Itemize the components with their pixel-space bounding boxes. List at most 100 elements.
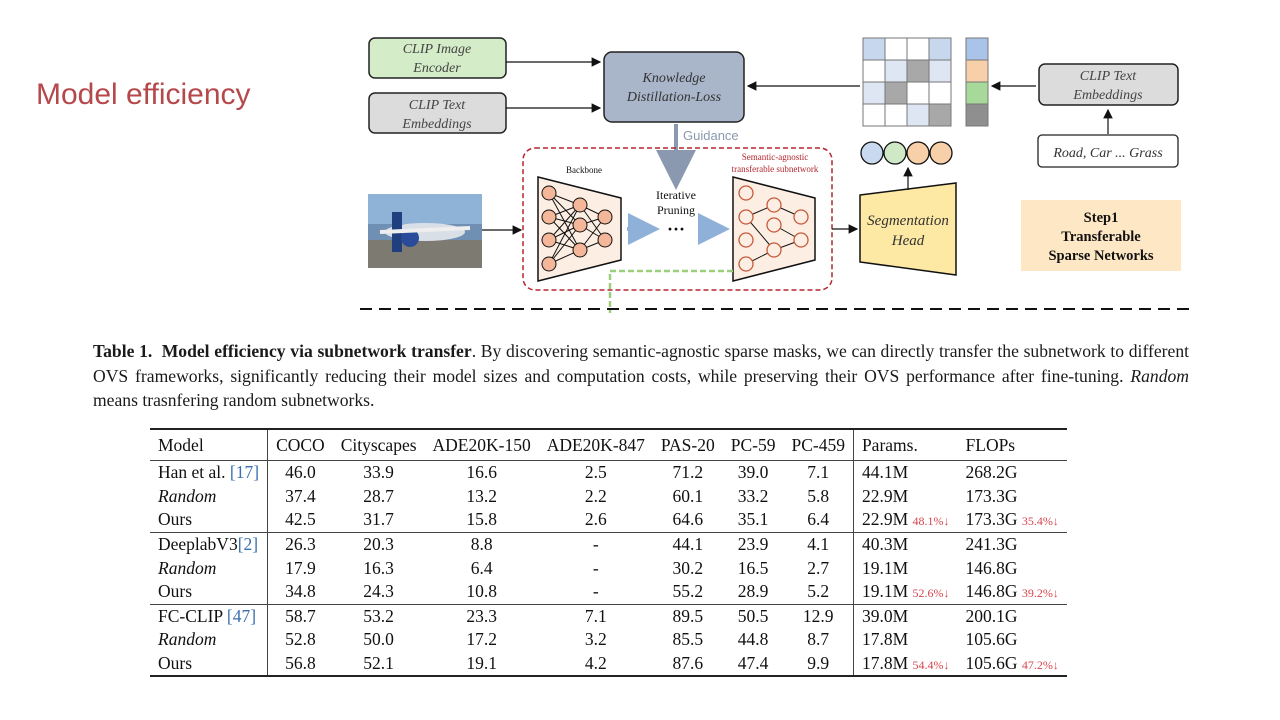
- params-cell: 22.9M: [852, 484, 958, 509]
- step-line2: Transferable: [1061, 229, 1141, 245]
- flops-value: 173.3G: [965, 509, 1018, 530]
- model-cell: Han et al. [17]: [150, 460, 269, 485]
- seg-head-line2: Head: [891, 233, 925, 249]
- caption-body: . By discovering semantic-agnostic spars…: [93, 341, 1190, 386]
- step-box: Step1 Transferable Sparse Networks: [1021, 200, 1181, 271]
- metric-cell: 16.5: [737, 557, 769, 578]
- metric-cell: 2.5: [584, 462, 607, 483]
- metric-cell: 31.7: [332, 508, 425, 533]
- flops-cell: 146.8G 39.2%↓: [957, 579, 1067, 605]
- model-name: Random: [158, 485, 217, 506]
- clip-image-encoder-line1: CLIP Image: [403, 42, 472, 57]
- clip-image-encoder-box: CLIP Image Encoder: [368, 37, 507, 79]
- metric-cell: 23.3: [466, 605, 497, 626]
- column-header: ADE20K-150: [424, 428, 539, 461]
- model-cell: Ours: [150, 508, 269, 533]
- input-image: [368, 194, 482, 268]
- flops-reduction: 35.4%↓: [1021, 514, 1059, 529]
- class-names-text: Road, Car ... Grass: [1052, 146, 1163, 161]
- column-header: PC-459: [783, 428, 854, 461]
- metric-cell: 46.0: [285, 462, 316, 483]
- citation-link: [17]: [229, 462, 260, 483]
- iterative-pruning-line2: Pruning: [657, 203, 695, 217]
- metric-cell: 5.8: [807, 485, 830, 506]
- pipeline-diagram: CLIP Image Encoder CLIP Text Embeddings …: [360, 37, 1195, 313]
- clip-text-left-line1: CLIP Text: [409, 98, 467, 113]
- params-cell: 19.1M 52.6%↓: [852, 579, 958, 605]
- model-cell: Random: [150, 484, 269, 509]
- params-cell: 19.1M: [852, 556, 958, 580]
- metric-cell: 42.5: [267, 508, 333, 533]
- metric-cell: 55.2: [652, 579, 723, 605]
- subnetwork-label-line1: Semantic-agnostic: [742, 152, 808, 162]
- flops-cell: 241.3G: [958, 532, 1067, 556]
- params-cell: 17.8M: [852, 628, 958, 652]
- sparse-subnetwork: [732, 176, 816, 282]
- metric-cell: 17.9: [285, 557, 316, 578]
- caption-tail: means trasnfering random subnetworks.: [93, 390, 375, 410]
- metric-cell: 44.1: [672, 534, 704, 555]
- params-reduction: 48.1%↓: [912, 514, 950, 529]
- metric-cell: 50.5: [737, 605, 769, 626]
- metric-cell: 64.6: [652, 508, 723, 533]
- metric-cell: 5.2: [783, 579, 854, 605]
- model-cell: Random: [150, 628, 269, 652]
- model-name: Random: [158, 629, 217, 650]
- flops-value: 200.1G: [965, 605, 1018, 626]
- caption-title: Model efficiency via subnetwork transfer: [161, 341, 472, 361]
- column-header: Cityscapes: [332, 428, 425, 461]
- metric-cell: 87.6: [652, 651, 723, 678]
- params-value: 44.1M: [861, 462, 909, 483]
- flops-value: 268.2G: [965, 462, 1018, 483]
- flops-cell: 200.1G: [958, 604, 1067, 628]
- metric-cell: 28.7: [363, 485, 394, 506]
- kd-line2: Distillation-Loss: [626, 90, 722, 105]
- seg-head-line1: Segmentation: [867, 213, 949, 229]
- column-header: Model: [150, 428, 269, 461]
- params-value: 17.8M: [861, 653, 909, 674]
- subnetwork-label-line2: transferable subnetwork: [732, 164, 819, 174]
- flops-cell: 173.3G: [958, 485, 1067, 509]
- flops-cell: 105.6G: [958, 628, 1067, 652]
- flops-cell: 268.2G: [958, 461, 1067, 485]
- metric-cell: 17.2: [466, 629, 497, 650]
- params-cell: 17.8M 54.4%↓: [852, 651, 958, 678]
- step-line1: Step1: [1084, 210, 1119, 226]
- guidance-label: Guidance: [683, 128, 739, 143]
- metric-cell: 37.4: [285, 485, 316, 506]
- params-cell: 44.1M: [852, 460, 958, 485]
- clip-text-embeddings-right-box: CLIP Text Embeddings: [1038, 63, 1179, 106]
- citation-link: [2]: [237, 534, 259, 555]
- metric-cell: 13.2: [466, 485, 497, 506]
- metric-cell: 7.1: [807, 462, 830, 483]
- model-cell: FC-CLIP [47]: [150, 604, 269, 629]
- metric-cell: -: [592, 534, 599, 555]
- metric-cell: 3.2: [584, 629, 607, 650]
- model-cell: DeeplabV3[2]: [150, 532, 269, 557]
- caption-random: Random: [1130, 365, 1189, 386]
- metric-cell: -: [538, 579, 653, 605]
- column-header: PC-59: [722, 428, 784, 461]
- metric-cell: 23.9: [737, 534, 769, 555]
- metric-cell: 12.9: [802, 605, 834, 626]
- metric-cell: 34.8: [267, 579, 333, 605]
- params-value: 17.8M: [861, 629, 909, 650]
- params-reduction: 54.4%↓: [912, 658, 950, 673]
- metric-cell: 30.2: [672, 557, 704, 578]
- kd-line1: Knowledge: [642, 71, 706, 86]
- metric-cell: 26.3: [285, 534, 316, 555]
- metric-cell: 60.1: [672, 485, 704, 506]
- metric-cell: 2.2: [584, 485, 607, 506]
- flops-cell: 105.6G 47.2%↓: [957, 651, 1067, 678]
- metric-cell: 58.7: [285, 605, 316, 626]
- metric-cell: 8.8: [470, 534, 493, 555]
- params-cell: 40.3M: [852, 532, 958, 557]
- metric-cell: 6.4: [470, 557, 493, 578]
